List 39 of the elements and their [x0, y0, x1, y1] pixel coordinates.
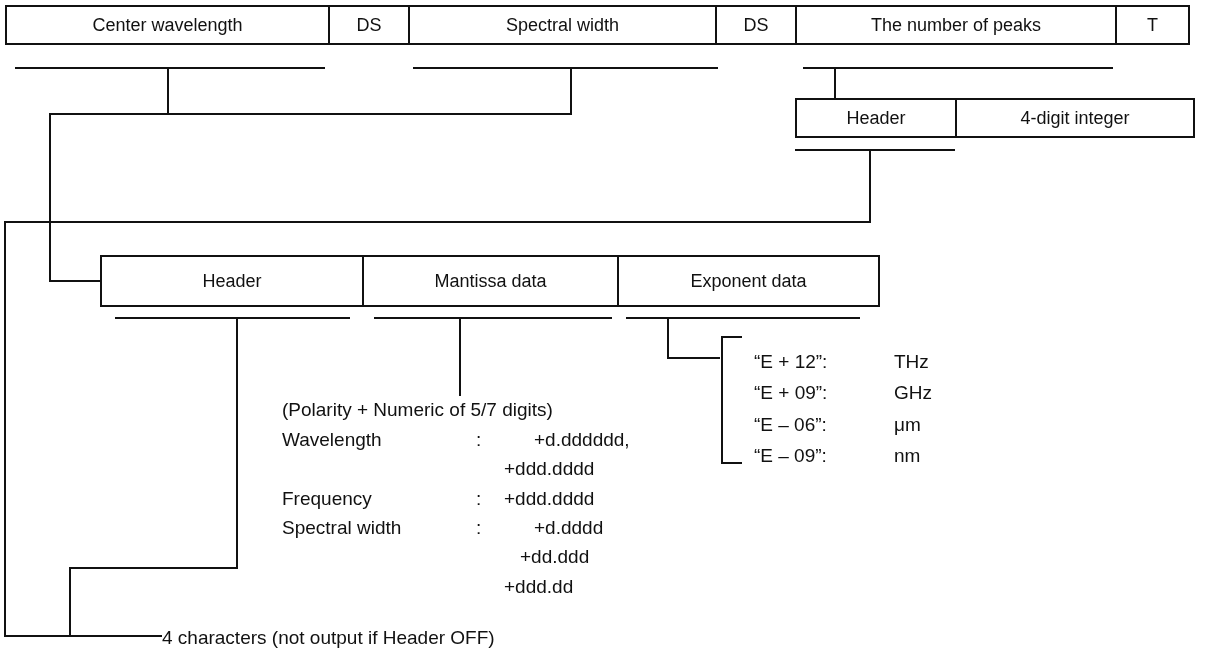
note-text: +d.dddd	[534, 516, 604, 540]
note-text: “E – 06”:	[754, 413, 827, 437]
connector-line	[4, 149, 871, 637]
note-text: :	[476, 487, 482, 511]
note-text: Wavelength	[282, 428, 382, 452]
note-text: THz	[894, 350, 929, 374]
note-text: Frequency	[282, 487, 372, 511]
note-text: :	[476, 516, 482, 540]
note-text: +ddd.dddd	[504, 457, 595, 481]
field-box: Exponent data	[617, 255, 880, 307]
connector-line	[69, 317, 238, 637]
field-box: T	[1115, 5, 1190, 45]
field-box: DS	[715, 5, 797, 45]
field-box: Center wavelength	[5, 5, 330, 45]
connector-line	[834, 67, 836, 99]
note-text: 4 characters (not output if Header OFF)	[162, 626, 495, 648]
note-text: +dd.ddd	[520, 545, 590, 569]
field-box: 4-digit integer	[955, 98, 1195, 138]
note-text: Spectral width	[282, 516, 402, 540]
connector-line	[459, 317, 461, 397]
field-box: Spectral width	[408, 5, 717, 45]
note-text: :	[476, 428, 482, 452]
field-box: Header	[795, 98, 957, 138]
note-text: nm	[894, 444, 921, 468]
field-box: Mantissa data	[362, 255, 619, 307]
note-text: GHz	[894, 381, 932, 405]
note-text: “E + 09”:	[754, 381, 828, 405]
note-text: μm	[894, 413, 921, 437]
connector-line	[667, 317, 721, 359]
field-box: Header	[100, 255, 364, 307]
note-text: (Polarity + Numeric of 5/7 digits)	[282, 398, 553, 422]
note-text: “E – 09”:	[754, 444, 827, 468]
note-text: +ddd.dddd	[504, 487, 595, 511]
note-text: +ddd.dd	[504, 575, 574, 599]
field-box: DS	[328, 5, 410, 45]
connector-line	[49, 67, 572, 282]
field-box: The number of peaks	[795, 5, 1117, 45]
note-text: +d.dddddd,	[534, 428, 630, 452]
note-text: “E + 12”:	[754, 350, 828, 374]
